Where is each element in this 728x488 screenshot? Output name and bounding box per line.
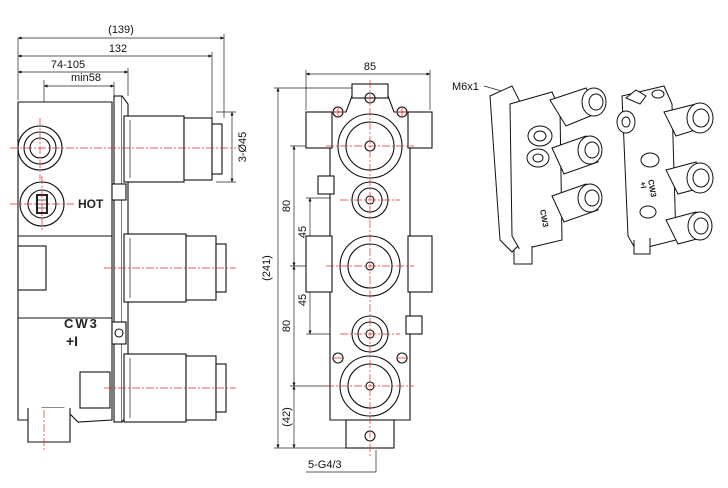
- dim-min-label: min58: [71, 72, 101, 84]
- plus-minus-label: +I: [66, 333, 78, 349]
- screw-label: M6x1: [452, 81, 479, 93]
- iso-view-left: M6x1 CW3: [452, 81, 607, 265]
- dim-height-label: (241): [261, 255, 273, 281]
- dim-spacing-top-label: 80: [281, 200, 293, 212]
- iso-right-plus: +I: [638, 181, 648, 189]
- dim-range-label: 74-105: [51, 59, 85, 71]
- dim-spacing-mid-bottom-label: 45: [297, 294, 309, 306]
- dim-thread-label: 5-G4/3: [308, 459, 342, 471]
- side-view-centerlines: [10, 118, 236, 452]
- iso-right-cw3: CW3: [646, 179, 658, 199]
- dim-overall-label: (139): [108, 24, 134, 36]
- dim-spacing-mid-top-label: 45: [297, 226, 309, 238]
- cartridge-top: [123, 115, 223, 183]
- iso-view-right: CW3 +I: [616, 85, 714, 255]
- iso-left-cw3: CW3: [538, 209, 550, 229]
- dim-spacing-bottom-label: 80: [281, 320, 293, 332]
- side-view: (139) 132 74-105 min58 3-Ø45: [10, 24, 249, 452]
- dim-bore-label: 3-Ø45: [237, 132, 249, 163]
- front-view-centerlines: [326, 80, 414, 456]
- dim-width-label: 85: [364, 61, 376, 73]
- cw3-label: CW3: [64, 316, 99, 331]
- dim-bottom-label: (42): [281, 407, 293, 427]
- front-view: 85 (241) 80 45 45 80 (42) 5-G4/3: [261, 61, 433, 473]
- front-view-dimensions: 85 (241) 80 45 45 80 (42) 5-G4/3: [261, 61, 431, 473]
- side-view-dimensions: (139) 132 74-105 min58 3-Ø45: [17, 24, 249, 183]
- dim-length-label: 132: [109, 43, 127, 55]
- hot-label: HOT: [78, 197, 104, 211]
